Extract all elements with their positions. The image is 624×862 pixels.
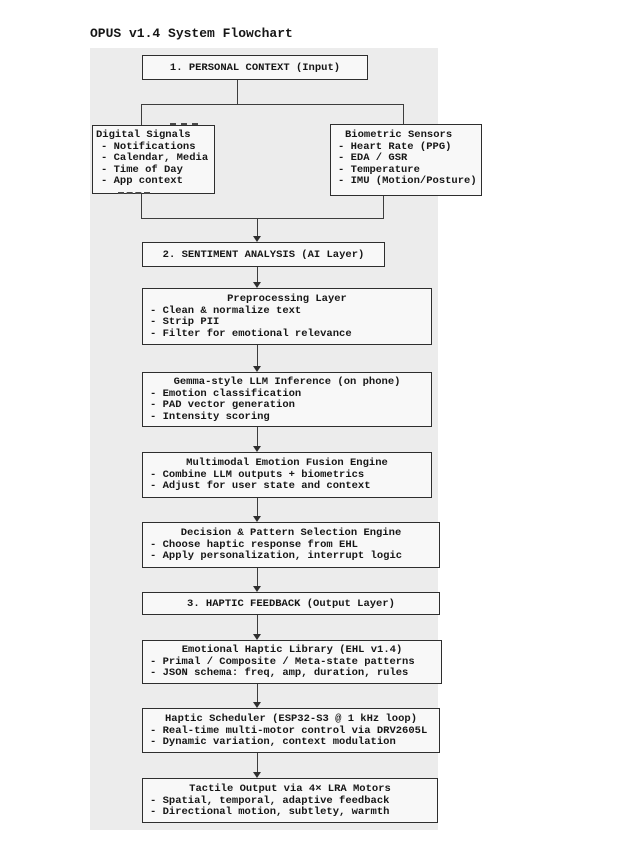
connector-line [141,103,404,105]
connector-line [256,218,258,237]
flow-box-fusion-engine: Multimodal Emotion Fusion Engine - Combi… [142,452,432,498]
arrow-down-icon [253,236,261,242]
connector-line [382,196,384,219]
connector-line [256,753,258,773]
flow-box-item: - Apply personalization, interrupt logic [150,550,403,563]
flow-box-label: 1. PERSONAL CONTEXT (Input) [169,61,341,74]
flow-box-item: - JSON schema: freq, amp, duration, rule… [150,667,409,680]
connector-line [256,684,258,703]
flow-box-item: - App context [101,175,183,188]
connector-line [256,615,258,635]
arrow-down-icon [253,516,261,522]
flow-box-header: Haptic Scheduler (ESP32-S3 @ 1 kHz loop) [164,713,418,725]
flow-box-label: 2. SENTIMENT ANALYSIS (AI Layer) [162,248,365,261]
flow-box-item: - Spatial, temporal, adaptive feedback [150,794,390,807]
flow-box-header: Gemma-style LLM Inference (on phone) [173,376,401,388]
flow-box-item: - Temperature [338,163,420,176]
flow-box-tactile-output: Tactile Output via 4× LRA Motors - Spati… [142,778,438,823]
flow-box-biometric-sensors: Biometric Sensors - Heart Rate (PPG) - E… [330,124,482,196]
flow-box-item: - Clean & normalize text [150,304,302,317]
arrow-down-icon [253,702,261,708]
connector-line [141,217,384,219]
flow-box-haptic-feedback: 3. HAPTIC FEEDBACK (Output Layer) [142,592,440,615]
connector-line [236,80,238,104]
flow-box-item: - Adjust for user state and context [150,480,371,493]
arrow-down-icon [253,586,261,592]
flow-box-llm-inference: Gemma-style LLM Inference (on phone) - E… [142,372,432,427]
flow-box-haptic-scheduler: Haptic Scheduler (ESP32-S3 @ 1 kHz loop)… [142,708,440,753]
connector-line [256,498,258,517]
flow-box-preprocessing: Preprocessing Layer - Clean & normalize … [142,288,432,345]
flow-box-item: - IMU (Motion/Posture) [338,175,477,188]
flow-box-item: - Strip PII [150,316,220,329]
arrow-down-icon [253,772,261,778]
arrow-down-icon [253,634,261,640]
flow-box-item: - Notifications [101,140,196,153]
flow-box-item: - Emotion classification [150,387,302,400]
connector-line [256,568,258,587]
flow-box-item: - Time of Day [101,163,183,176]
arrow-down-icon [253,282,261,288]
dash-mark [170,122,198,125]
flow-box-item: - PAD vector generation [150,399,295,412]
flow-box-item: - Choose haptic response from EHL [150,538,358,551]
flow-box-item: - Directional motion, subtlety, warmth [150,806,390,819]
flow-box-item: - Primal / Composite / Meta-state patter… [150,655,415,668]
flow-box-item: - EDA / GSR [338,152,408,165]
flow-box-item: - Calendar, Media [101,152,209,165]
flow-box-header: Digital Signals [96,129,191,141]
flow-box-decision-engine: Decision & Pattern Selection Engine - Ch… [142,522,440,568]
connector-line [256,267,258,283]
connector-line [402,104,404,124]
dash-mark [118,192,150,194]
flow-box-sentiment-analysis: 2. SENTIMENT ANALYSIS (AI Layer) [142,242,385,267]
connector-line [140,104,142,125]
flow-box-item: - Heart Rate (PPG) [338,140,452,153]
flow-box-item: - Real-time multi-motor control via DRV2… [150,724,428,737]
flow-box-header: Biometric Sensors [345,129,453,141]
flow-box-header: Preprocessing Layer [227,293,347,305]
connector-line [256,345,258,367]
flow-box-item: - Intensity scoring [150,410,270,423]
arrow-down-icon [253,366,261,372]
flow-box-item: - Dynamic variation, context modulation [150,736,396,749]
flow-box-header: Emotional Haptic Library (EHL v1.4) [181,644,403,656]
arrow-down-icon [253,446,261,452]
flow-box-personal-context: 1. PERSONAL CONTEXT (Input) [142,55,368,80]
connector-line [140,194,142,219]
flow-box-digital-signals: Digital Signals - Notifications - Calend… [92,125,215,194]
flow-box-haptic-library: Emotional Haptic Library (EHL v1.4) - Pr… [142,640,442,684]
flow-box-header: Decision & Pattern Selection Engine [180,527,402,539]
flow-box-item: - Combine LLM outputs + biometrics [150,468,365,481]
page-title: OPUS v1.4 System Flowchart [90,26,293,41]
connector-line [256,427,258,447]
flow-box-header: Tactile Output via 4× LRA Motors [189,783,391,795]
flow-box-header: Multimodal Emotion Fusion Engine [186,457,388,469]
flow-box-item: - Filter for emotional relevance [150,327,352,340]
flow-box-label: 3. HAPTIC FEEDBACK (Output Layer) [187,597,395,610]
